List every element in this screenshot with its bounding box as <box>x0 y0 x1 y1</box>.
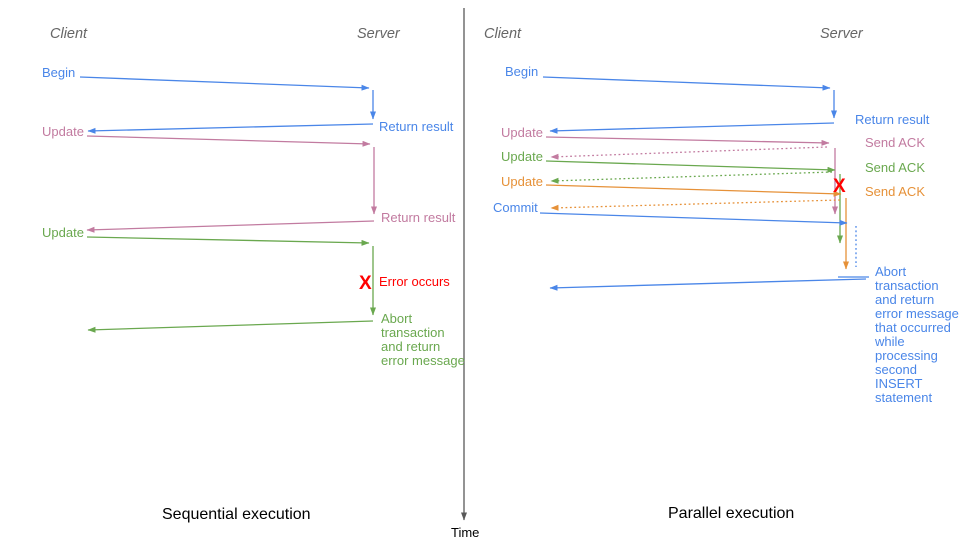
par-commit-arrow <box>539 212 848 226</box>
seq-begin-label: Begin <box>42 65 75 80</box>
seq-update-1-arrow <box>86 135 371 147</box>
par-return-result-arrow <box>549 122 835 134</box>
par-update-2-arrow <box>545 160 836 173</box>
seq-error-x-icon: X <box>359 273 372 294</box>
par-begin-arrow <box>542 76 831 91</box>
par-abort-return-arrow <box>549 278 867 291</box>
par-abort-note-line: that occurred <box>875 320 951 335</box>
seq-update-2-label: Update <box>42 225 84 240</box>
par-abort-note-line: while <box>874 334 905 349</box>
par-abort-note-line: transaction <box>875 278 939 293</box>
seq-abort-return-arrow <box>87 320 374 333</box>
par-abort-note-line: error message <box>875 306 959 321</box>
par-send-ack-3-label: Send ACK <box>865 184 925 199</box>
seq-abort-note-line: transaction <box>381 325 445 340</box>
par-update-2-label: Update <box>501 149 543 164</box>
par-send-ack-1-label: Send ACK <box>865 135 925 150</box>
seq-abort-note-line: error message <box>381 353 465 368</box>
par-abort-note-line: and return <box>875 292 934 307</box>
par-abort-note-line: Abort <box>875 264 906 279</box>
seq-return-result-2-label: Return result <box>381 210 456 225</box>
seq-abort-note-line: Abort <box>381 311 412 326</box>
seq-update-2-arrow <box>86 236 370 246</box>
seq-abort-note-line: and return <box>381 339 440 354</box>
par-abort-note-line: INSERT <box>875 376 922 391</box>
seq-server-header: Server <box>357 26 401 42</box>
par-send-ack-2-label: Send ACK <box>865 160 925 175</box>
seq-update-1-label: Update <box>42 124 84 139</box>
par-send-ack-2-arrow <box>550 171 833 184</box>
par-title: Parallel execution <box>668 505 794 522</box>
seq-return-result-2-arrow <box>86 220 375 233</box>
seq-title: Sequential execution <box>162 506 311 523</box>
par-server-header: Server <box>820 26 864 42</box>
par-begin-label: Begin <box>505 64 538 79</box>
seq-return-result-1-label: Return result <box>379 119 454 134</box>
par-client-header: Client <box>484 26 522 42</box>
seq-client-header: Client <box>50 26 88 42</box>
par-commit-label: Commit <box>493 200 538 215</box>
time-axis-label: Time <box>451 525 479 540</box>
par-return-result-label: Return result <box>855 112 930 127</box>
par-abort-note-line: statement <box>875 390 932 405</box>
par-abort-note-line: processing <box>875 348 938 363</box>
par-update-1-arrow <box>545 136 830 146</box>
par-abort-note-line: second <box>875 362 917 377</box>
par-update-3-label: Update <box>501 174 543 189</box>
par-error-x-icon: X <box>833 176 846 197</box>
par-send-ack-1-arrow <box>550 146 828 160</box>
seq-return-result-1-arrow <box>87 123 374 134</box>
seq-error-label: Error occurs <box>379 274 450 289</box>
par-update-3-arrow <box>545 184 842 197</box>
par-send-ack-3-arrow <box>550 199 841 211</box>
seq-begin-arrow <box>79 76 370 91</box>
par-update-1-label: Update <box>501 125 543 140</box>
